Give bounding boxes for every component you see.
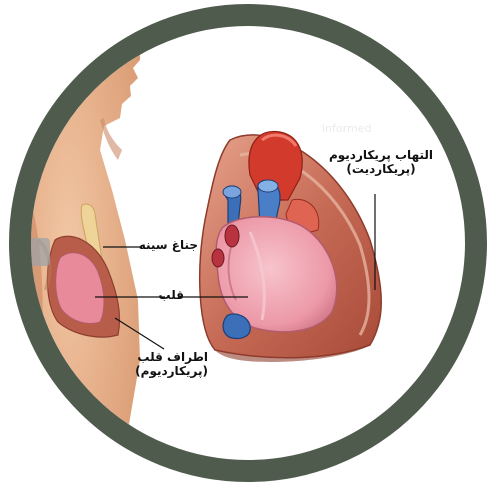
label-pericardium-line2: (پریکاردیوم) [140, 364, 208, 378]
pulmonary-vein-opening [225, 225, 239, 247]
watermark: informed [322, 122, 371, 135]
pulmonary-vein-opening [212, 249, 224, 267]
label-pericardium: اطراف قلب (پریکاردیوم) [140, 350, 208, 378]
pulmonary-opening [258, 180, 278, 192]
svc-opening [223, 186, 241, 198]
label-pericarditis-line2: (پریکاردیت) [326, 162, 436, 176]
label-pericarditis-line1: التهاب پریکاردیوم [326, 148, 436, 162]
label-pericardium-line1: اطراف قلب [140, 350, 208, 364]
label-heart: قلب [160, 288, 184, 302]
label-sternum: جناغ سینه [122, 238, 198, 252]
label-pericarditis: التهاب پریکاردیوم (پریکاردیت) [326, 148, 436, 176]
